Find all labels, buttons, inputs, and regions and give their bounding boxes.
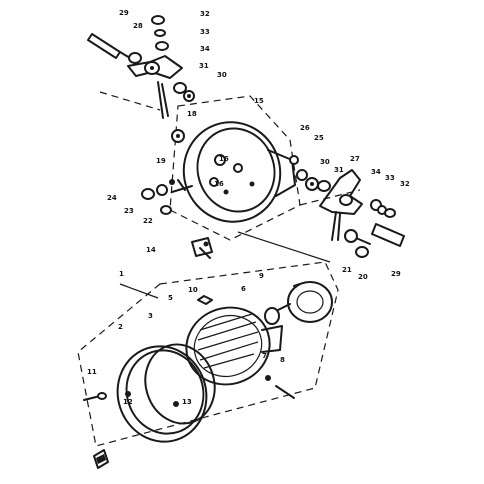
right-washer-25 <box>296 169 308 181</box>
headlight-housing <box>171 121 296 223</box>
group-boundaries <box>77 91 361 447</box>
lens-unit-5 <box>185 306 271 386</box>
left-washer-33 <box>154 29 166 37</box>
callout-3: 3 <box>148 312 153 320</box>
washer-22 <box>160 205 172 215</box>
callout-18: 18 <box>187 110 197 118</box>
bulb-6 <box>264 307 280 325</box>
bulb-socket-14 <box>191 237 213 259</box>
callout-10: 10 <box>188 286 198 294</box>
housing-shell-inner <box>196 127 276 213</box>
right-collar-21 <box>344 229 358 243</box>
callout-15: 15 <box>254 97 264 105</box>
right-bolt-29 <box>371 223 405 247</box>
lens-ring-3 <box>144 343 216 425</box>
callout-30-left: 30 <box>217 71 227 79</box>
callout-28: 28 <box>133 22 143 30</box>
left-bolt-29 <box>87 33 121 59</box>
callout-33-right: 33 <box>385 174 395 182</box>
screw-19 <box>169 179 175 185</box>
housing-to-assembly-line <box>237 231 331 263</box>
clip-13 <box>173 401 179 407</box>
callout-26: 26 <box>300 124 310 132</box>
callout-21: 21 <box>342 266 352 274</box>
callout-1-leader <box>119 283 159 299</box>
callout-34-right: 34 <box>371 168 381 176</box>
lens-rear-flange <box>261 325 283 353</box>
callout-32-left: 32 <box>200 10 210 18</box>
headlight-rim-2 <box>116 345 208 443</box>
bracket-leader-line-right <box>299 189 361 206</box>
callout-25: 25 <box>314 134 324 142</box>
callout-33-left: 33 <box>200 28 210 36</box>
callout-19: 19 <box>156 157 166 165</box>
callout-23: 23 <box>124 207 134 215</box>
callout-16-b: 16 <box>214 180 224 188</box>
reflector-9 <box>287 281 333 323</box>
screw-7 <box>265 375 271 381</box>
callout-27: 27 <box>350 155 360 163</box>
washer-23 <box>156 184 168 196</box>
bracket-leader-line-left <box>99 91 161 111</box>
left-bracket-stem <box>157 81 164 119</box>
callout-34-left: 34 <box>200 45 210 53</box>
callout-11: 11 <box>87 368 97 376</box>
right-bolt-head-32 <box>384 208 396 218</box>
callout-5: 5 <box>168 294 173 302</box>
right-mounting-bracket <box>289 155 405 258</box>
callout-20: 20 <box>358 273 368 281</box>
callout-12: 12 <box>123 398 133 406</box>
nut-24 <box>141 188 155 200</box>
left-mounting-bracket <box>87 15 195 119</box>
right-spacer-20 <box>355 246 369 258</box>
housing-hardware-left <box>141 179 193 215</box>
callout-22: 22 <box>143 217 153 225</box>
callout-29-left: 29 <box>119 9 129 17</box>
housing-rear-neck <box>267 149 296 197</box>
callout-6: 6 <box>241 285 246 293</box>
callout-labels: 29 32 28 33 34 31 30 15 18 26 25 16 16 1… <box>87 9 410 406</box>
callout-29-right: 29 <box>391 270 401 278</box>
callout-16-a: 16 <box>219 155 229 163</box>
callout-7: 7 <box>262 352 267 360</box>
headlight-assembly <box>83 281 333 469</box>
screw-8 <box>275 385 295 399</box>
callout-2: 2 <box>118 323 123 331</box>
callout-9: 9 <box>259 272 264 280</box>
left-bracket-plate <box>127 55 183 79</box>
callout-1: 1 <box>119 270 124 278</box>
left-washer-31 <box>173 82 187 94</box>
headlight-assembly-boundary <box>77 261 339 447</box>
spring-clip-10 <box>197 295 213 305</box>
callout-31-left: 31 <box>199 62 209 70</box>
callout-8: 8 <box>280 356 285 364</box>
right-grommet-26 <box>289 155 299 165</box>
left-nut-34 <box>155 41 169 51</box>
left-bolt-head-32 <box>151 15 165 25</box>
callout-24: 24 <box>107 194 117 202</box>
clip-12 <box>125 391 131 397</box>
right-bracket-plate-27 <box>319 169 363 215</box>
callout-13: 13 <box>182 398 192 406</box>
callout-32-right: 32 <box>400 180 410 188</box>
adjuster-block <box>93 449 109 469</box>
callout-30-right: 30 <box>320 158 330 166</box>
callout-14: 14 <box>146 246 156 254</box>
left-collar-28 <box>128 52 142 64</box>
right-washer-31 <box>317 180 331 192</box>
callout-31-right: 31 <box>334 166 344 174</box>
